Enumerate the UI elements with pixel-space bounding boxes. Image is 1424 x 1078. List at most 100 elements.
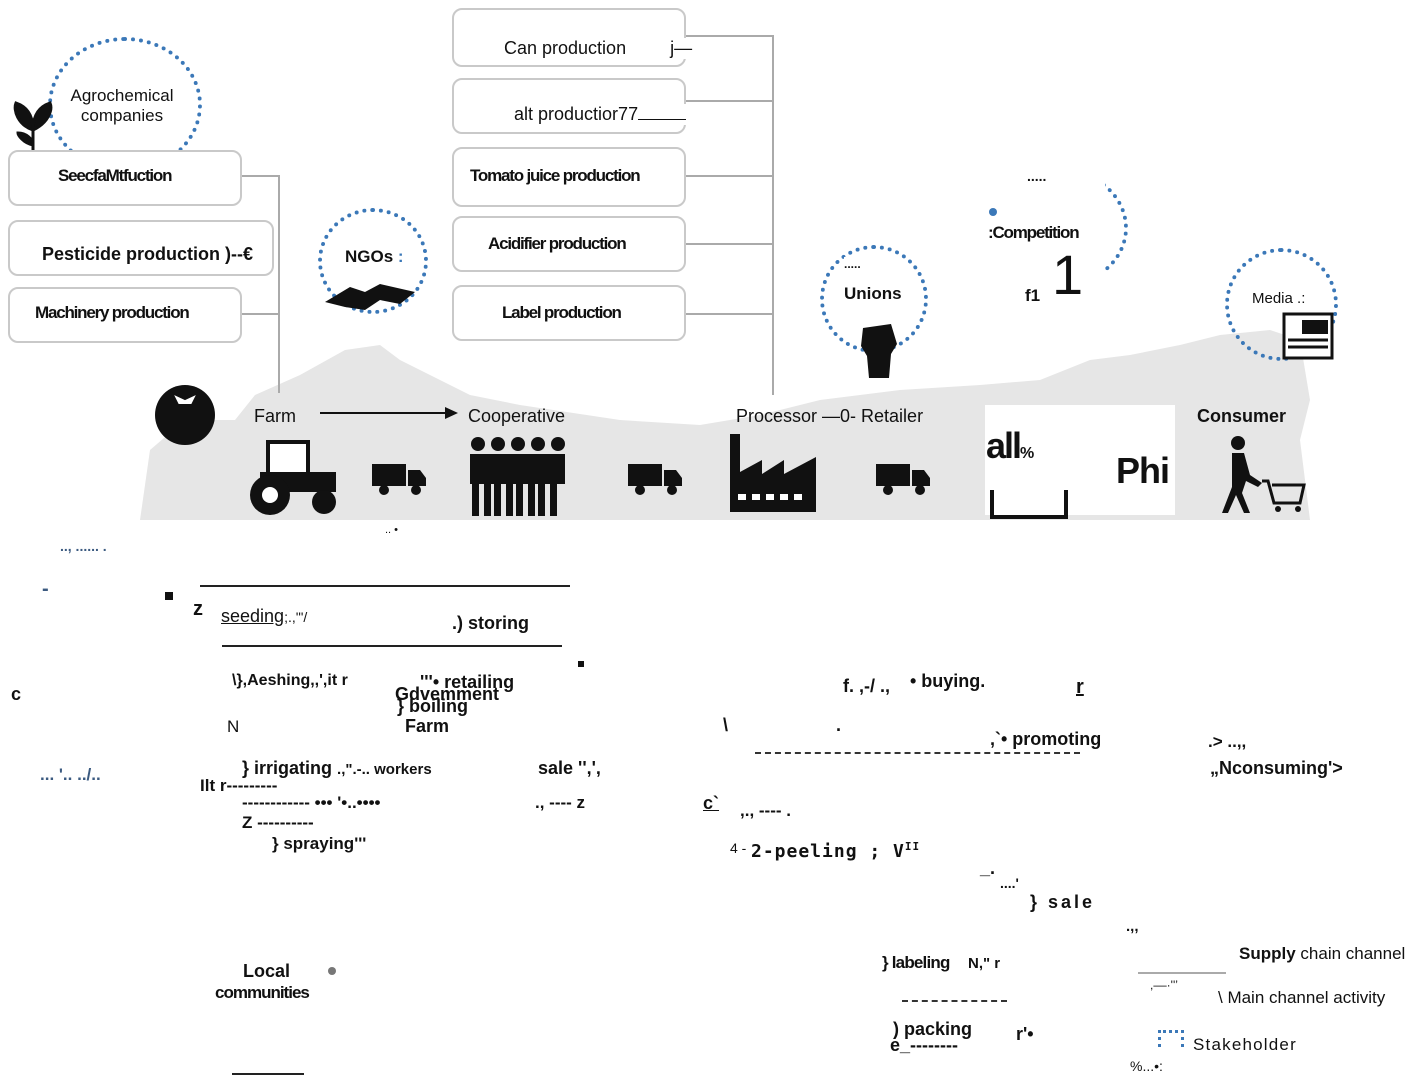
tomato-juice-box [452, 147, 686, 207]
legend-supply-line [1138, 972, 1226, 974]
tractor-icon [250, 440, 336, 515]
machinery-box [8, 287, 242, 343]
right-connector-h4 [683, 243, 773, 245]
truck-icon-2 [628, 464, 682, 495]
acidifier-box [452, 216, 686, 272]
tomato-juice-label: Tomato juice production [470, 166, 641, 185]
c-left: c [11, 684, 22, 704]
competition-big1: 1 [1052, 243, 1084, 306]
legend-stakeholder: Stakeholder [1193, 1035, 1297, 1054]
seeding-tail: ;.,'"/ [284, 609, 308, 625]
newspaper-icon [1282, 312, 1334, 360]
spraying-text: } spraying [272, 834, 355, 853]
right-connector-h2 [683, 100, 773, 102]
nconsuming-label: „Nconsuming'> [1210, 758, 1343, 778]
buying-label: • buying. [910, 671, 986, 691]
legend-supply-bold: Supply [1239, 944, 1296, 963]
labeling-label: } labeling [882, 953, 950, 972]
unions-dots: ..... [844, 257, 861, 271]
cooperative-label: Cooperative [468, 406, 566, 426]
retailer-phi: Phi [1116, 450, 1170, 491]
ngos-tail: : [397, 247, 404, 266]
competition-f1: f1 [1025, 286, 1041, 305]
ilt-mark: Ilt r--------- [200, 776, 278, 795]
processor-retailer-label: Processor —0- Retailer [736, 406, 924, 426]
ngos-circle [318, 208, 428, 314]
washing-label: \},Aeshing,,',it r [232, 672, 348, 689]
legend-stakeholder-icon [1158, 1030, 1184, 1047]
sale2-dots: ....' [1000, 875, 1019, 891]
unions-label: Unions [844, 284, 902, 304]
sale-label-1: sale '',', [538, 758, 601, 778]
seed-production-box [8, 150, 242, 206]
ngos-label: NGOs : [345, 247, 404, 267]
e-line: e_-------- [890, 1035, 958, 1055]
farm2-label: Farm [405, 716, 450, 736]
label-production-label: Label production [502, 303, 622, 322]
right-connector-h1 [683, 35, 773, 37]
seed-production-label: SeecfaMtfuction [58, 166, 173, 185]
supply-line-2 [222, 645, 562, 647]
retailer-alt-text: all [986, 425, 1022, 466]
shopper-icon [1222, 436, 1306, 513]
spraying-label: } spraying''' [272, 834, 366, 854]
backslash-mark: \ [723, 715, 729, 735]
noise-2: .. • [385, 524, 399, 536]
fist-icon [861, 324, 897, 378]
peeling-text: 2-peeling ; V [751, 841, 905, 862]
acidifier-label: Acidifier production [488, 234, 627, 253]
promoting-pre: ,` [990, 729, 1001, 749]
labeling-dash-line [902, 1000, 1007, 1002]
salt-production-label: alt productior77 [514, 104, 691, 125]
can-tail: j— [670, 38, 693, 58]
seeding-label: seeding;.,'"/ [221, 606, 307, 627]
dash-mark-2: _. [980, 858, 996, 878]
bottom-line [232, 1073, 304, 1075]
tomato-icon [155, 385, 215, 445]
salt-underline [638, 119, 687, 120]
nconsuming-pre: .> ..,, [1208, 732, 1247, 751]
boiling-label: } boiling [397, 696, 468, 716]
agrochemical-label: Agrochemical companies [70, 86, 174, 125]
buying-pre: f. ,-/ ., [843, 676, 890, 696]
handshake-icon [325, 284, 415, 310]
legend-main-mark: ,––·''’ [1150, 978, 1178, 992]
pesticide-box [8, 220, 274, 276]
can-text: Can production [504, 38, 627, 58]
right-connector-h5 [683, 313, 773, 315]
legend-supply-rest: chain channel [1300, 944, 1406, 963]
z-mark-2: Z ---------- [242, 813, 314, 832]
farm-to-coop-arrow [320, 407, 458, 419]
left-connector-h2 [240, 313, 280, 315]
dots-left: ... '.. ../.. [40, 765, 101, 784]
promo-dash-line [755, 752, 1080, 754]
machinery-label: Machinery production [35, 303, 190, 322]
dash-line-left: ------------ ••• '•..•••• [242, 793, 381, 812]
government-label: Gdvemment [395, 684, 500, 704]
legend-supply: Supply chain channel [1239, 944, 1405, 964]
retailer-alt-pct: % [1020, 445, 1034, 462]
supply-line-1 [200, 585, 570, 587]
retailing-label: '''• retailing [420, 672, 515, 692]
right-connector-v [772, 35, 774, 395]
storing-label: .) storing [452, 613, 529, 633]
left-connector-h1 [240, 175, 280, 177]
irrigating-label: } irrigating .,".-.. workers [242, 758, 432, 779]
sale2-label: } sale [1030, 892, 1096, 912]
factory-icon [730, 434, 816, 512]
can-production-label: Can production j— [504, 38, 699, 59]
promoting-label: ,`• promoting [990, 729, 1101, 750]
c-under-mark: c` [703, 793, 720, 813]
label-production-box [452, 285, 686, 341]
legend-noise: %...•: [1130, 1058, 1163, 1074]
pesticide-label: Pesticide production )--€ [42, 244, 254, 264]
dash-mark: - [42, 578, 49, 600]
competition-dot [989, 208, 997, 216]
peeling-pre: 4 - [730, 840, 747, 856]
irrigating-tail: .,".-.. workers [337, 761, 432, 778]
competition-dots: ..... [1027, 168, 1047, 184]
irrigating-text: } irrigating [242, 758, 333, 778]
media-circle [1225, 248, 1338, 361]
dot-mark: . [836, 715, 842, 735]
right-connector-h3 [683, 175, 773, 177]
